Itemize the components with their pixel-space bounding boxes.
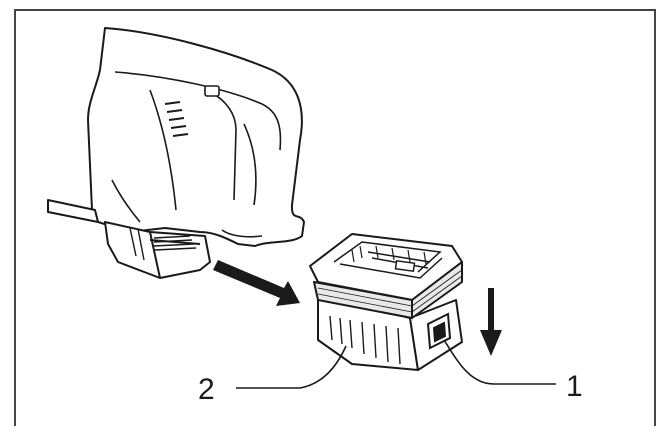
battery-top-ribs [351, 245, 427, 265]
frame-border [14, 9, 656, 426]
grip-ridges [164, 101, 189, 137]
battery-cartridge [309, 233, 463, 371]
switch-button-icon [204, 85, 220, 97]
battery-front-ribs [329, 315, 401, 365]
leader-line-1 [443, 339, 556, 385]
battery-top-details [333, 241, 443, 279]
callout-label-1: 1 [566, 370, 583, 403]
callout-label-2: 2 [198, 373, 215, 406]
mount-slots [129, 227, 197, 261]
slide-direction-arrow-icon [213, 260, 300, 306]
press-down-arrow-icon [480, 288, 502, 356]
tool-body [47, 27, 305, 247]
battery-band-texture [317, 269, 463, 313]
battery-release-button-icon [426, 312, 452, 350]
leader-line-2 [236, 345, 347, 389]
leader-lines [236, 339, 556, 389]
